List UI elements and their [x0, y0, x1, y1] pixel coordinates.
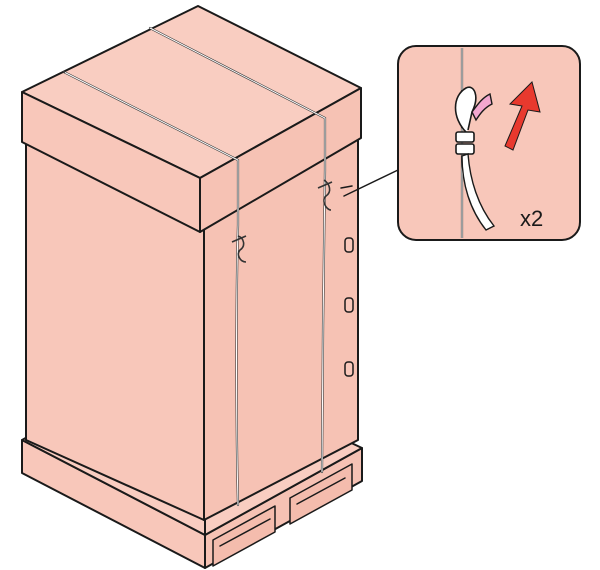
pallet-fork-slot — [289, 463, 353, 525]
side-latch — [344, 361, 354, 377]
crate-lid — [21, 5, 362, 233]
side-latches — [340, 185, 354, 377]
lid-side — [199, 87, 362, 233]
crate-body — [25, 127, 359, 521]
strap-loop — [454, 86, 477, 133]
callout-frame — [397, 45, 581, 241]
pallet-fork-slot — [212, 505, 276, 567]
arrow-up-right-icon — [504, 81, 541, 151]
side-latch — [344, 237, 354, 253]
straps — [62, 26, 333, 507]
count-label: x2 — [520, 206, 543, 231]
strap-tail — [461, 153, 496, 231]
strap-buckle-clip — [455, 131, 475, 143]
callout-panel: x2 — [397, 45, 581, 241]
side-latch — [344, 297, 354, 313]
strap-tab — [471, 92, 493, 122]
strap-buckle — [231, 235, 247, 263]
callout-leader — [343, 169, 399, 197]
strap-buckle — [317, 179, 333, 211]
